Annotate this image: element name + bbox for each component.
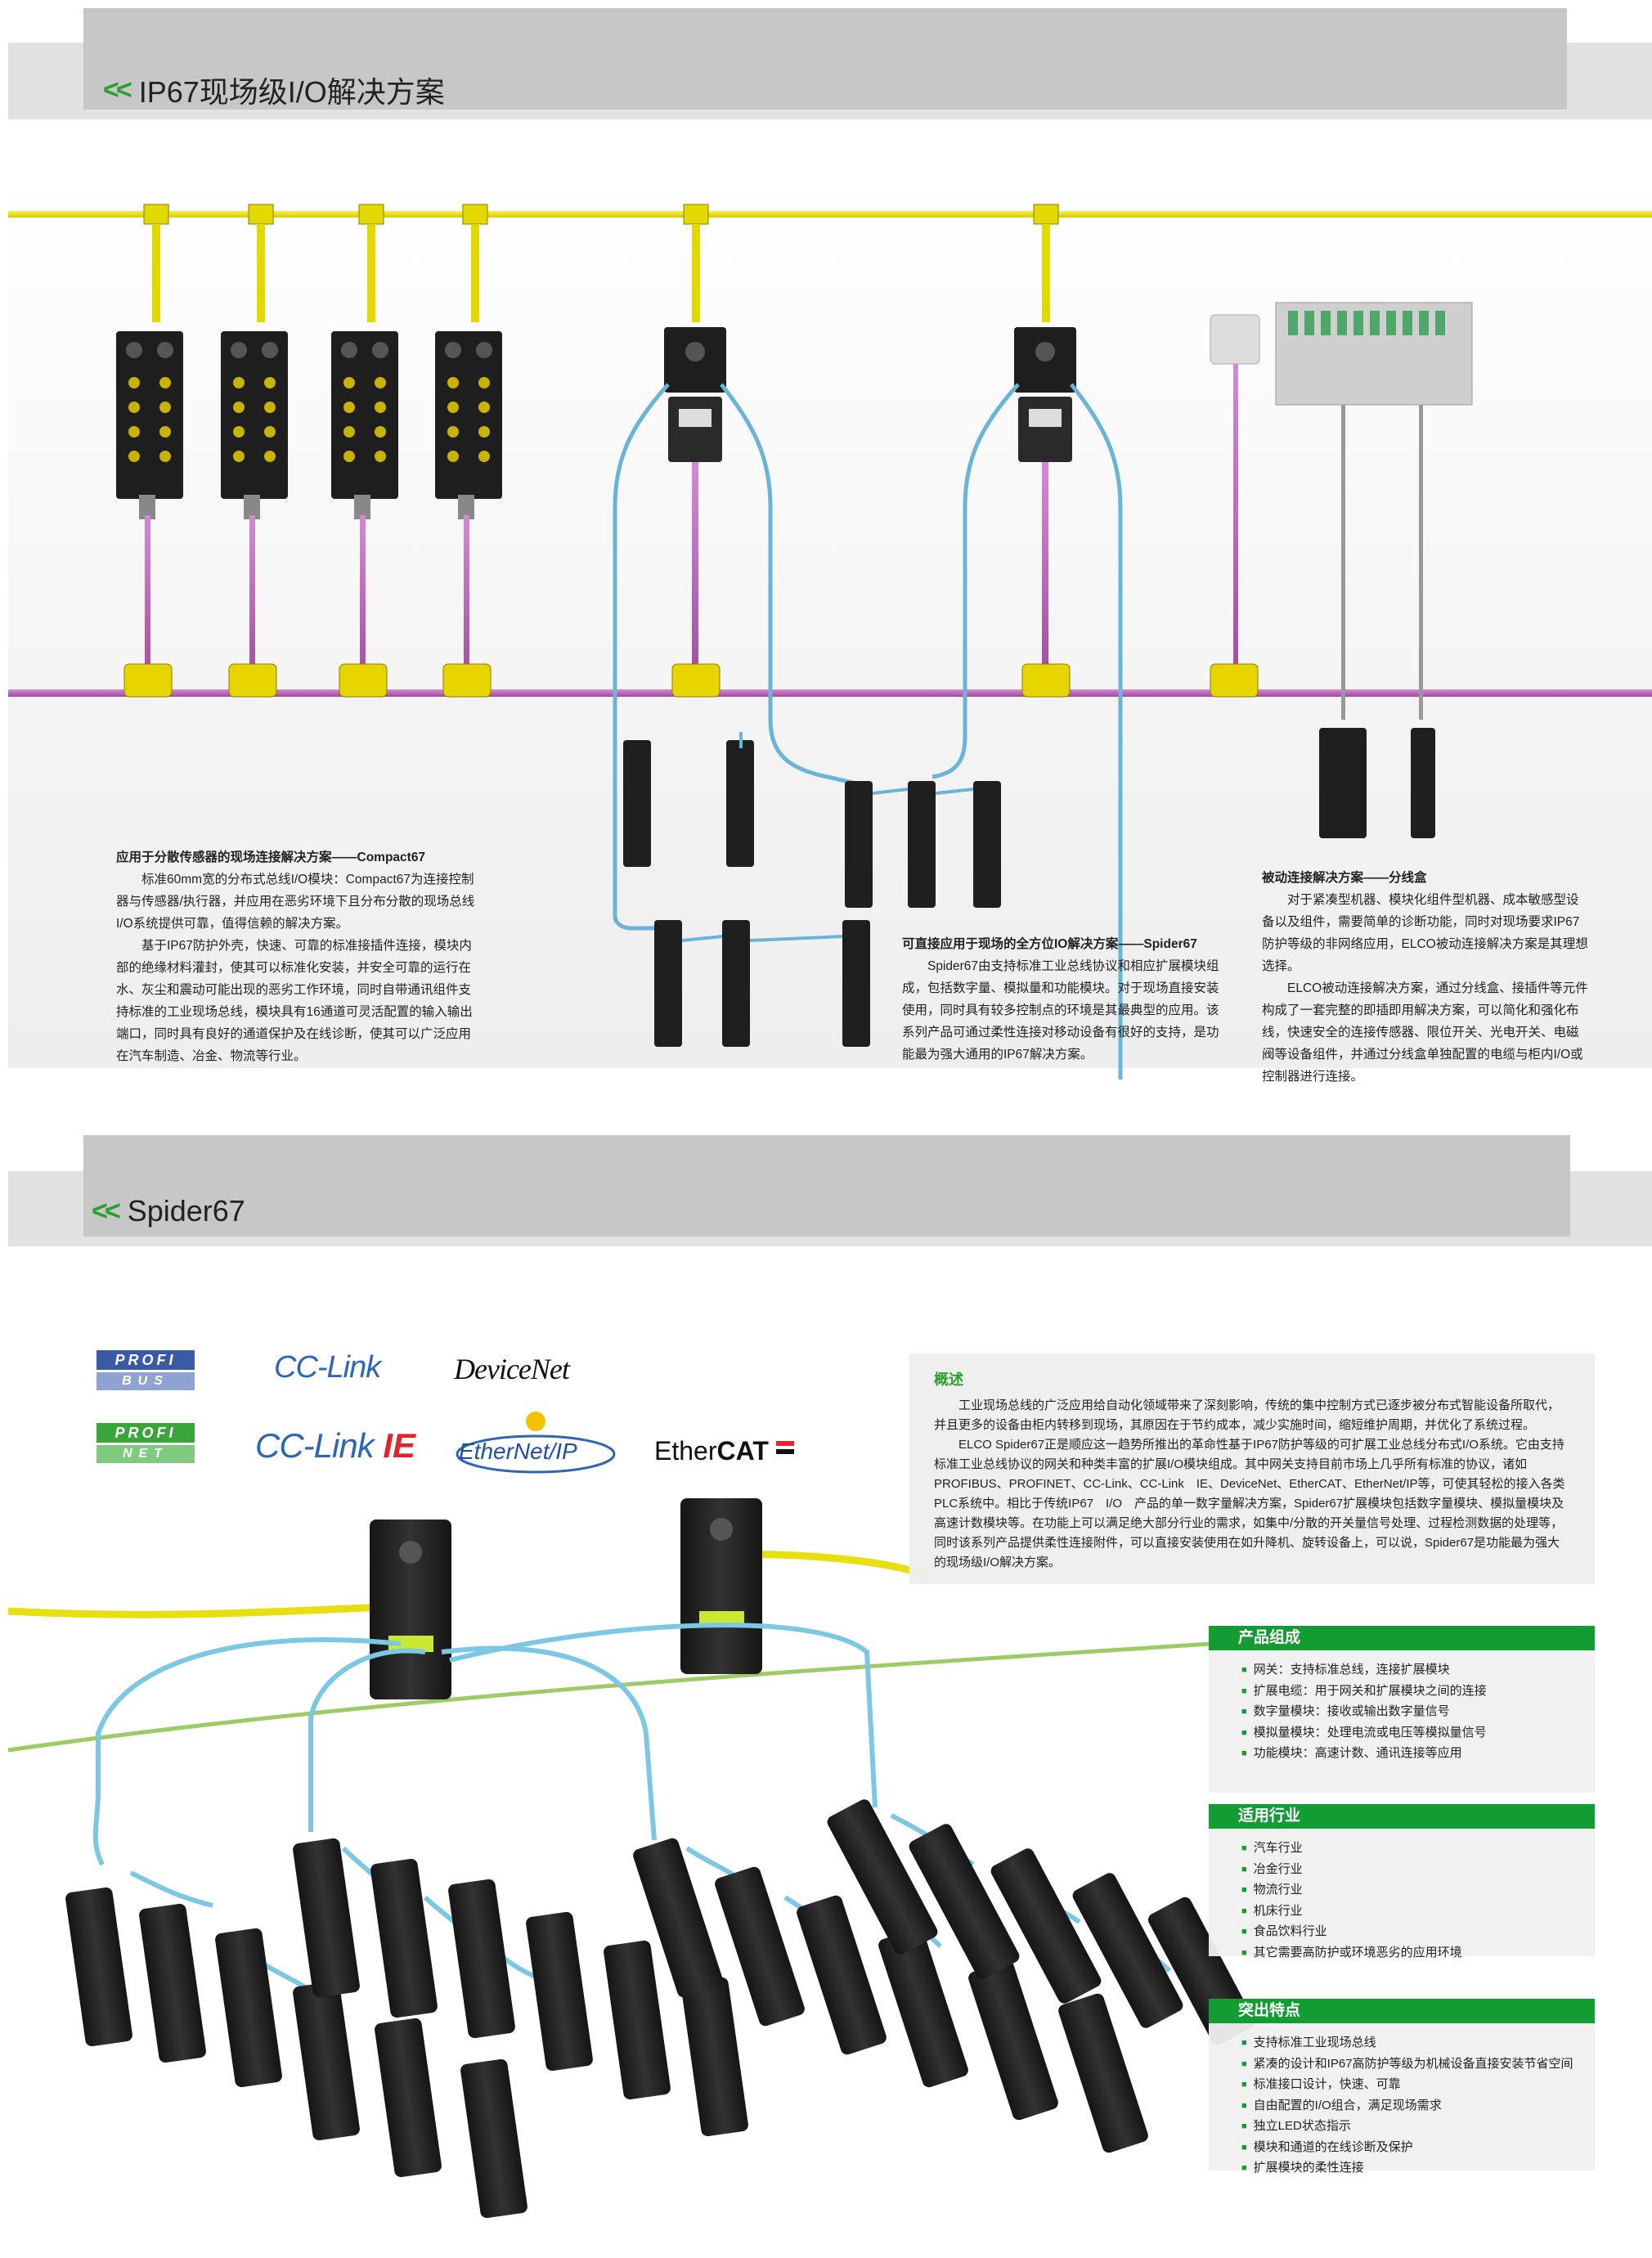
section1-heading: << IP67现场级I/O解决方案 bbox=[103, 69, 445, 111]
list-item: 数字量模块：接收或输出数字量信号 bbox=[1241, 1702, 1595, 1723]
spider67-expansion-modules-diagram bbox=[623, 740, 1001, 1047]
spider67-gateway bbox=[680, 1498, 762, 1674]
ethercat-arrow-icon bbox=[775, 1439, 796, 1456]
ethernetip-logo-text: EtherNet/IP bbox=[459, 1439, 577, 1464]
features-list: 支持标准工业现场总线 紧凑的设计和IP67高防护等级为机械设备直接安装节省空间 … bbox=[1209, 2023, 1595, 2189]
list-item: 物流行业 bbox=[1241, 1880, 1595, 1901]
profibus-logo: PROFI BUS bbox=[97, 1350, 195, 1393]
network-diagram bbox=[8, 204, 1652, 1080]
section2-heading: << Spider67 bbox=[92, 1194, 245, 1228]
ethercat-logo-cat: CAT bbox=[716, 1436, 769, 1466]
overview-paragraph: ELCO Spider67正是顺应这一趋势所推出的革命性基于IP67防护等级的可… bbox=[934, 1438, 1565, 1569]
features-title: 突出特点 bbox=[1209, 1999, 1595, 2023]
compact67-module bbox=[221, 204, 288, 698]
spider67-desc-title: 可直接应用于现场的全方位IO解决方案——Spider67 bbox=[902, 937, 1197, 951]
industries-list: 汽车行业 冶金行业 物流行业 机床行业 食品饮料行业 其它需要高防护或环境恶劣的… bbox=[1209, 1829, 1595, 1973]
spider67-gateway-diagram bbox=[931, 204, 1123, 1080]
list-item: 自由配置的I/O组合，满足现场需求 bbox=[1241, 2096, 1595, 2117]
list-item: 功能模块：高速计数、通讯连接等应用 bbox=[1241, 1744, 1595, 1765]
list-item: 独立LED状态指示 bbox=[1241, 2117, 1595, 2138]
composition-list: 网关：支持标准总线，连接扩展模块 扩展电缆：用于网关和扩展模块之间的连接 数字量… bbox=[1209, 1650, 1595, 1775]
profinet-logo-bottom: NET bbox=[97, 1445, 195, 1463]
compact67-paragraph: 标准60mm宽的分布式总线I/O模块：Compact67为连接控制器与传感器/执… bbox=[116, 873, 475, 931]
overview-title: 概述 bbox=[934, 1371, 963, 1388]
spider67-description: 可直接应用于现场的全方位IO解决方案——Spider67 Spider67由支持… bbox=[902, 933, 1229, 1066]
chevron-icon: << bbox=[92, 1195, 121, 1227]
list-item: 冶金行业 bbox=[1241, 1860, 1595, 1881]
compact67-title: 应用于分散传感器的现场连接解决方案——Compact67 bbox=[116, 851, 426, 864]
spider67-desc-paragraph: Spider67由支持标准工业总线协议和相应扩展模块组成，包括数字量、模拟量和功… bbox=[902, 959, 1219, 1062]
section2-banner-block bbox=[83, 1135, 1570, 1237]
chevron-icon: << bbox=[103, 74, 132, 105]
devicenet-logo: DeviceNet bbox=[454, 1353, 570, 1385]
cclinkie-logo: CC-Link IE bbox=[255, 1426, 415, 1466]
cclinkie-logo-ie: IE bbox=[383, 1426, 416, 1465]
spider67-expansion-modules bbox=[65, 1799, 1255, 2219]
overview-box: 概述 工业现场总线的广泛应用给自动化领域带来了深刻影响，传统的集中控制方式已逐步… bbox=[909, 1353, 1595, 1584]
compact67-module-group bbox=[116, 204, 502, 698]
list-item: 扩展电缆：用于网关和扩展模块之间的连接 bbox=[1241, 1681, 1595, 1703]
spider67-gateway bbox=[370, 1520, 451, 1699]
list-item: 支持标准工业现场总线 bbox=[1241, 2033, 1595, 2054]
compact67-module bbox=[116, 204, 183, 698]
fieldbus-cable-yellow bbox=[7, 1603, 385, 1618]
list-item: 紧凑的设计和IP67高防护等级为机械设备直接安装节省空间 bbox=[1241, 2054, 1595, 2076]
compact67-module bbox=[331, 204, 398, 698]
cclink-logo: CC-Link bbox=[274, 1350, 381, 1385]
fieldbus-cable bbox=[8, 211, 1652, 218]
list-item: 食品饮料行业 bbox=[1241, 1922, 1595, 1943]
list-item: 其它需要高防护或环境恶劣的应用环境 bbox=[1241, 1943, 1595, 1964]
list-item: 网关：支持标准总线，连接扩展模块 bbox=[1241, 1660, 1595, 1681]
power-cable bbox=[8, 689, 1652, 697]
composition-title: 产品组成 bbox=[1209, 1626, 1595, 1650]
list-item: 模拟量模块：处理电流或电压等模拟量信号 bbox=[1241, 1723, 1595, 1744]
profibus-logo-bottom: BUS bbox=[97, 1372, 195, 1390]
passive-description: 被动连接解决方案——分线盒 对于紧凑型机器、模块化组件型机器、成本敏感型设备以及… bbox=[1262, 867, 1589, 1088]
composition-box: 产品组成 网关：支持标准总线，连接扩展模块 扩展电缆：用于网关和扩展模块之间的连… bbox=[1209, 1626, 1595, 1793]
spider67-gateway-diagram bbox=[613, 204, 865, 931]
spider67-system-illustration bbox=[7, 1498, 1255, 2219]
passive-paragraph: ELCO被动连接解决方案，通过分线盒、接插件等元件构成了一套完整的即插即用解决方… bbox=[1262, 981, 1588, 1084]
features-box: 突出特点 支持标准工业现场总线 紧凑的设计和IP67高防护等级为机械设备直接安装… bbox=[1209, 1999, 1595, 2175]
passive-title: 被动连接解决方案——分线盒 bbox=[1262, 871, 1427, 885]
section2-title: Spider67 bbox=[127, 1194, 245, 1228]
profinet-logo-top: PROFI bbox=[97, 1423, 195, 1443]
profinet-logo: PROFI NET bbox=[97, 1423, 195, 1466]
industries-box: 适用行业 汽车行业 冶金行业 物流行业 机床行业 食品饮料行业 其它需要高防护或… bbox=[1209, 1804, 1595, 1959]
list-item: 标准接口设计，快速、可靠 bbox=[1241, 2075, 1595, 2096]
list-item: 汽车行业 bbox=[1241, 1838, 1595, 1860]
list-item: 模块和通道的在线诊断及保护 bbox=[1241, 2138, 1595, 2159]
ethercat-logo: EtherCAT bbox=[654, 1436, 796, 1466]
passive-junction-box-group bbox=[1210, 302, 1473, 838]
list-item: 扩展模块的柔性连接 bbox=[1241, 2158, 1595, 2179]
spider67-cable-links bbox=[681, 732, 974, 942]
power-cable-green bbox=[7, 1641, 1211, 1753]
ethercat-logo-ether: Ether bbox=[654, 1436, 717, 1466]
compact67-module bbox=[435, 204, 502, 698]
section1-title: IP67现场级I/O解决方案 bbox=[138, 75, 445, 109]
compact67-paragraph: 基于IP67防护外壳，快速、可靠的标准接插件连接，模块内部的绝缘材料灌封，使其可… bbox=[116, 939, 473, 1063]
ethernetip-logo-globe-icon bbox=[456, 1412, 616, 1474]
ethernetip-logo: EtherNet/IP bbox=[454, 1408, 617, 1474]
section1-banner-block bbox=[83, 8, 1567, 110]
passive-paragraph: 对于紧凑型机器、模块化组件型机器、成本敏感型设备以及组件，需要简单的诊断功能，同… bbox=[1262, 893, 1588, 973]
compact67-description: 应用于分散传感器的现场连接解决方案——Compact67 标准60mm宽的分布式… bbox=[116, 846, 476, 1067]
profibus-logo-top: PROFI bbox=[97, 1350, 195, 1370]
list-item: 机床行业 bbox=[1241, 1901, 1595, 1923]
overview-paragraph: 工业现场总线的广泛应用给自动化领域带来了深刻影响，传统的集中控制方式已逐步被分布… bbox=[934, 1398, 1560, 1432]
cclinkie-logo-text: CC-Link bbox=[255, 1426, 375, 1465]
industries-title: 适用行业 bbox=[1209, 1804, 1595, 1829]
